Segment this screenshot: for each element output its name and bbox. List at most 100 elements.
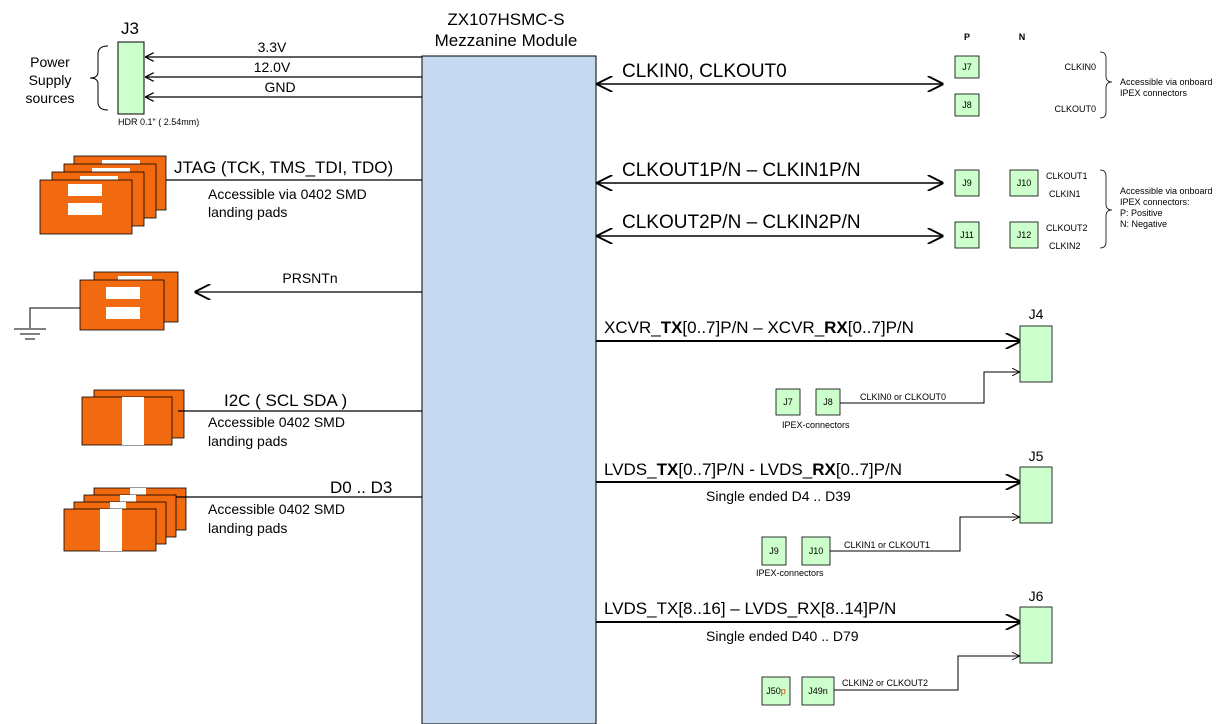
j3-header [117, 41, 145, 115]
clk2-conn-p-label: J11 [960, 230, 974, 240]
j3-label: J3 [121, 19, 139, 38]
clk-note-top-line1: Accessible via onboard [1120, 77, 1213, 87]
clk1-name-a: CLKOUT1 [1046, 171, 1088, 181]
clk2-conn-n-label: J12 [1017, 230, 1032, 240]
mezzanine-module: ZX107HSMC-S Mezzanine Module [421, 10, 597, 724]
lvds2-label: LVDS_TX[8..16] – LVDS_RX[8..14]P/N [604, 599, 896, 618]
lvds1-sub: Single ended D4 .. D39 [706, 488, 851, 504]
dio-section: D0 .. D3 Accessible 0402 SMD landing pad… [63, 478, 422, 552]
lvds1-clk-wire [830, 517, 1019, 552]
xcvr-clk-wire [840, 372, 1019, 404]
clk0-brace [1099, 51, 1113, 119]
power-group-line1: Power [30, 54, 70, 70]
clk1-name-b: CLKIN1 [1049, 189, 1081, 199]
rail-gnd-label: GND [264, 79, 295, 95]
prsnt-section: PRSNTn [14, 270, 422, 340]
lvds2-ipex-a-label: J50p [766, 686, 786, 696]
lvds2-clk-wire [834, 656, 1019, 691]
clk1-label: CLKOUT1P/N – CLKIN1P/N [622, 160, 861, 181]
xcvr-ipex-a-label: J7 [783, 397, 793, 407]
i2c-note-line1: Accessible 0402 SMD [208, 414, 345, 430]
clk1-conn-n [1009, 169, 1039, 197]
clk0-name-a: CLKIN0 [1064, 62, 1096, 72]
lvds2-ipex-b [801, 676, 835, 706]
clk-note-bottom-line3: P: Positive [1120, 208, 1163, 218]
xcvr-ipex-b-label: J8 [823, 397, 833, 407]
clk0-conn-a-label: J7 [962, 62, 972, 72]
clk2-name-b: CLKIN2 [1049, 241, 1081, 251]
clk0-conn-a [954, 55, 980, 79]
lvds1-ipex-b-label: J10 [809, 546, 824, 556]
lvds1-ipex-b [801, 536, 831, 566]
clk0-conn-b-label: J8 [962, 100, 972, 110]
power-section: J3 HDR 0.1" ( 2.54mm) Power Supply sourc… [25, 19, 422, 127]
jtag-pad-stack [39, 155, 167, 235]
clk1-conn-p [954, 169, 980, 197]
module-title-line1: ZX107HSMC-S [447, 10, 564, 29]
j6-connector [1019, 606, 1053, 664]
clk12-brace [1099, 169, 1113, 249]
module-title-line2: Mezzanine Module [435, 31, 578, 50]
power-group-line3: sources [25, 90, 74, 106]
xcvr-ipex-caption: IPEX-connectors [782, 420, 850, 430]
clk-note-bottom-line1: Accessible via onboard [1120, 186, 1213, 196]
j3-note: HDR 0.1" ( 2.54mm) [118, 117, 199, 127]
xcvr-ipex-a [775, 388, 801, 416]
power-group-line2: Supply [29, 72, 72, 88]
clk-note-bottom-line4: N: Negative [1120, 219, 1167, 229]
lvds2-section: LVDS_TX[8..16] – LVDS_RX[8..14]P/N Singl… [596, 588, 1053, 706]
prsnt-pad-stack [79, 271, 179, 331]
lvds2-ipex-b-label: J49n [808, 686, 828, 696]
prsnt-label: PRSNTn [282, 270, 337, 286]
ground-symbol [14, 328, 46, 340]
lvds2-clk-label: CLKIN2 or CLKOUT2 [842, 678, 928, 688]
lvds1-section: LVDS_TX[0..7]P/N - LVDS_RX[0..7]P/N Sing… [596, 448, 1053, 578]
column-p-label: P [964, 32, 970, 42]
column-n-label: N [1019, 32, 1026, 42]
clock-section: P N CLKIN0, CLKOUT0 J7 J8 CLKIN0 CLKOUT0… [598, 32, 1213, 251]
xcvr-clk-label: CLKIN0 or CLKOUT0 [860, 392, 946, 402]
lvds1-clk-label: CLKIN1 or CLKOUT1 [844, 540, 930, 550]
dio-note-line1: Accessible 0402 SMD [208, 501, 345, 517]
jtag-section: JTAG (TCK, TMS_TDI, TDO) Accessible via … [39, 155, 422, 235]
lvds1-ipex-caption: IPEX-connectors [756, 568, 824, 578]
xcvr-label: XCVR_TX[0..7]P/N – XCVR_RX[0..7]P/N [604, 318, 914, 337]
j4-connector [1019, 325, 1053, 383]
j4-label: J4 [1029, 306, 1044, 322]
xcvr-section: XCVR_TX[0..7]P/N – XCVR_RX[0..7]P/N J4 J… [596, 306, 1053, 430]
lvds2-sub: Single ended D40 .. D79 [706, 628, 859, 644]
clk2-conn-n [1009, 221, 1039, 249]
j5-label: J5 [1029, 448, 1044, 464]
jtag-label: JTAG (TCK, TMS_TDI, TDO) [174, 158, 393, 177]
rail-12v-label: 12.0V [254, 59, 291, 75]
ground-wire [29, 307, 80, 328]
clk-note-bottom-line2: IPEX connectors: [1120, 197, 1190, 207]
clk2-conn-p [954, 221, 980, 249]
clk0-name-b: CLKOUT0 [1054, 104, 1096, 114]
clk0-conn-b [954, 93, 980, 117]
lvds1-ipex-a [761, 536, 787, 566]
lvds1-label: LVDS_TX[0..7]P/N - LVDS_RX[0..7]P/N [604, 460, 902, 479]
lvds1-ipex-a-label: J9 [769, 546, 779, 556]
clk2-name-a: CLKOUT2 [1046, 223, 1088, 233]
module-body [421, 55, 597, 724]
i2c-section: I2C ( SCL SDA ) Accessible 0402 SMD land… [81, 389, 422, 449]
rail-3v3-label: 3.3V [258, 39, 287, 55]
j6-label: J6 [1029, 588, 1044, 604]
clk0-label: CLKIN0, CLKOUT0 [622, 61, 787, 82]
j5-connector [1019, 466, 1053, 524]
i2c-pad-stack [81, 389, 185, 446]
lvds2-ipex-a [761, 676, 791, 706]
i2c-note-line2: landing pads [208, 433, 287, 449]
clk-note-top-line2: IPEX connectors [1120, 88, 1188, 98]
clk2-label: CLKOUT2P/N – CLKIN2P/N [622, 212, 861, 233]
jtag-note-line1: Accessible via 0402 SMD [208, 186, 367, 202]
xcvr-ipex-b [815, 388, 841, 416]
clk1-conn-p-label: J9 [962, 178, 972, 188]
jtag-note-line2: landing pads [208, 204, 287, 220]
dio-pad-stack [63, 487, 187, 552]
power-brace [89, 45, 109, 111]
i2c-label: I2C ( SCL SDA ) [224, 391, 347, 410]
dio-note-line2: landing pads [208, 520, 287, 536]
